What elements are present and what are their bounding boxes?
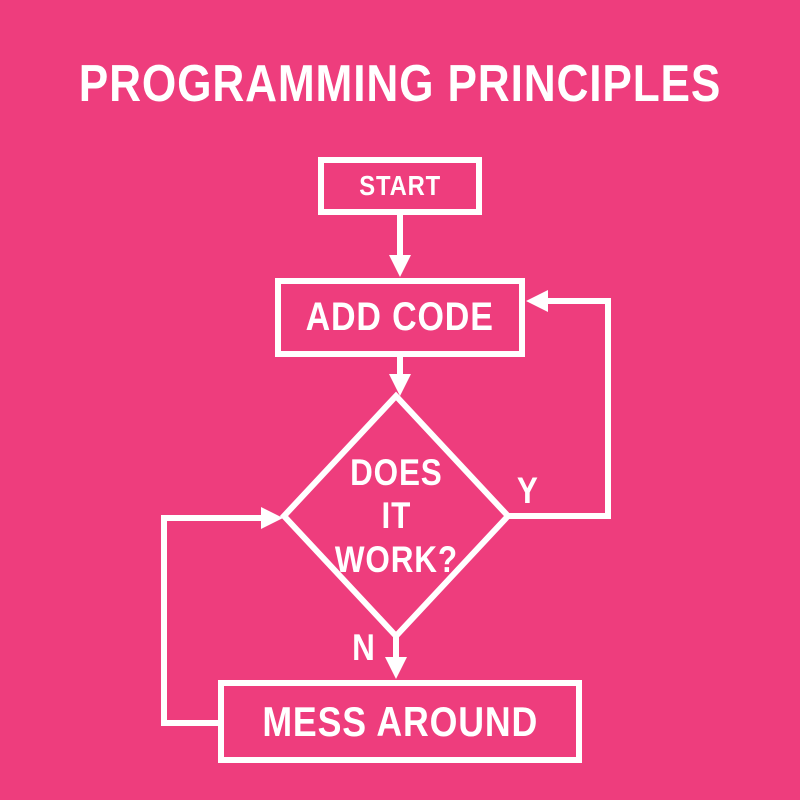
arrowhead-left-icon bbox=[526, 290, 548, 312]
node-decision-label: DOES IT WORK? bbox=[334, 451, 458, 580]
edge-label-yes-text: Y bbox=[517, 470, 539, 511]
connector-decision-to-messaround bbox=[385, 632, 407, 679]
node-start: START bbox=[318, 157, 482, 215]
arrowhead-down-icon bbox=[385, 657, 407, 679]
arrowhead-right-icon bbox=[261, 507, 283, 529]
node-add-code: ADD CODE bbox=[275, 278, 525, 357]
arrowhead-down-icon bbox=[389, 255, 411, 277]
arrowhead-down-icon bbox=[389, 374, 411, 396]
node-decision: DOES IT WORK? bbox=[284, 396, 508, 636]
node-add-code-label: ADD CODE bbox=[305, 295, 495, 339]
edge-label-no-text: N bbox=[352, 627, 376, 668]
edge-label-yes: Y bbox=[506, 470, 550, 511]
node-start-label: START bbox=[359, 170, 441, 201]
node-mess-around: MESS AROUND bbox=[218, 680, 582, 763]
connector-start-to-addcode bbox=[389, 215, 411, 277]
edge-label-no: N bbox=[342, 627, 386, 668]
connector-messaround-to-decision-loop bbox=[161, 507, 283, 726]
page-title: PROGRAMMING PRINCIPLES bbox=[78, 55, 722, 113]
node-mess-around-label: MESS AROUND bbox=[262, 697, 538, 745]
connector-addcode-to-decision bbox=[389, 357, 411, 396]
connector-stem bbox=[505, 298, 611, 519]
connector-stem bbox=[161, 515, 262, 726]
connector-decision-to-addcode-yes-loop bbox=[505, 290, 611, 519]
